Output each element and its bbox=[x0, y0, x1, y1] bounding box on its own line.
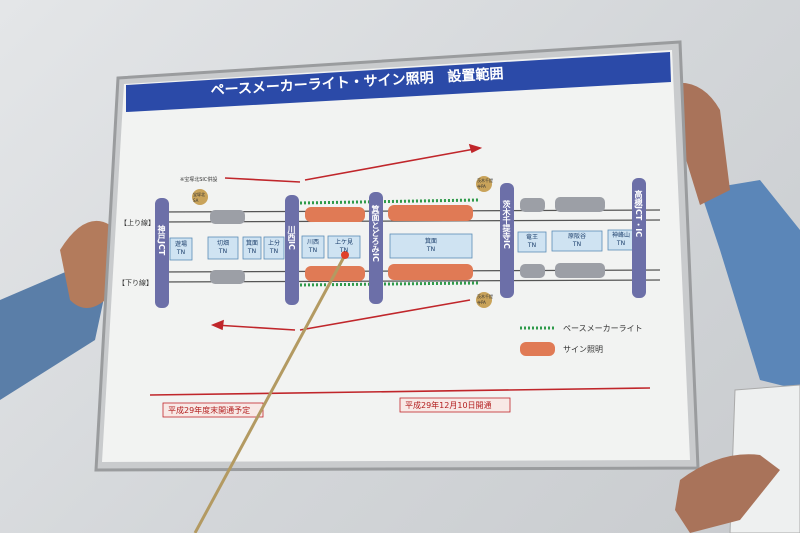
pa-label-ibaraki-up: 茨木千提寺PA bbox=[477, 178, 493, 189]
note-right-box bbox=[399, 397, 511, 413]
right-arm bbox=[700, 180, 800, 390]
junction-pillars bbox=[155, 178, 646, 308]
pa-label-ibaraki-down: 茨木千提寺PA bbox=[477, 294, 493, 305]
pa-label-takarazuka: 宝塚北SA bbox=[193, 192, 205, 203]
junction-label-takatsuki: 高槻JCT・IC bbox=[634, 190, 643, 238]
pa-markers bbox=[192, 176, 492, 308]
legend-sign-label: サイン照明 bbox=[563, 345, 603, 354]
junction-label-ibaraki: 茨木千提寺IC bbox=[502, 200, 511, 249]
sign-lighting-up bbox=[305, 205, 473, 222]
junction-label-kobe: 神戸JCT bbox=[157, 225, 166, 256]
pointer-tip bbox=[341, 251, 349, 259]
up-line-label: 【上り線】 bbox=[120, 219, 155, 227]
note-right: 平成29年12月10日開通 bbox=[405, 401, 492, 410]
junction-label-kawanishi: 川西IC bbox=[287, 225, 296, 250]
down-line-label: 【下り線】 bbox=[118, 279, 153, 287]
direction-arrows bbox=[149, 143, 651, 396]
pointer-stick bbox=[193, 254, 347, 533]
junction-label-minoh: 箕面とどろみIC bbox=[371, 205, 380, 262]
legend-pacemaker-label: ペースメーカーライト bbox=[563, 324, 643, 333]
right-hand-bottom bbox=[675, 454, 780, 533]
legend-sign-mark bbox=[520, 342, 555, 356]
left-hand bbox=[60, 220, 115, 308]
grey-tunnels bbox=[210, 197, 605, 284]
tunnel-boxes bbox=[169, 229, 635, 261]
small-note: ※宝塚北SIC併設 bbox=[180, 177, 218, 183]
note-left: 平成29年度末開通予定 bbox=[168, 406, 251, 415]
title-bar bbox=[126, 52, 671, 112]
